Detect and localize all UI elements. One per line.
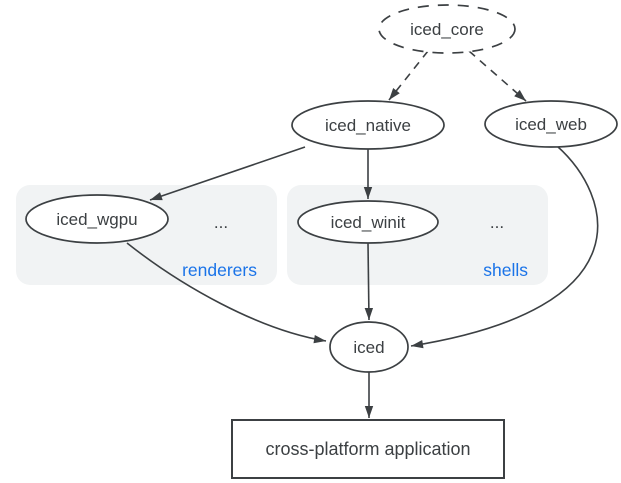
- node-iced-label: iced: [353, 338, 384, 357]
- node-iced-winit-shape: [297, 200, 439, 244]
- node-iced-native-label: iced_native: [325, 116, 411, 135]
- edge-native-to-wgpu: [149, 146, 306, 201]
- node-iced-winit-label: iced_winit: [331, 213, 406, 232]
- node-iced-core-shape: [378, 4, 516, 54]
- node-iced-shape: [329, 321, 409, 373]
- edge-winit-to-iced: [364, 242, 374, 321]
- edge-wgpu-to-iced: [126, 242, 327, 344]
- edge-core-to-web: [468, 50, 527, 102]
- node-iced-core-label: iced_core: [410, 20, 484, 39]
- shells-group-label: shells: [483, 260, 528, 280]
- renderers-group-label: renderers: [182, 260, 257, 280]
- node-iced-web-label: iced_web: [515, 115, 587, 134]
- renderers-ellipsis: ...: [214, 213, 228, 232]
- node-app-shape: [231, 419, 505, 479]
- edge-core-to-native: [388, 50, 429, 101]
- node-iced-wgpu-shape: [25, 194, 169, 244]
- node-app-label: cross-platform application: [265, 439, 470, 459]
- node-iced-web-shape: [484, 100, 618, 148]
- node-iced-native-shape: [291, 100, 445, 150]
- node-iced-wgpu-label: iced_wgpu: [56, 210, 137, 229]
- edge-web-to-iced: [410, 145, 599, 349]
- shells-ellipsis: ...: [490, 213, 504, 232]
